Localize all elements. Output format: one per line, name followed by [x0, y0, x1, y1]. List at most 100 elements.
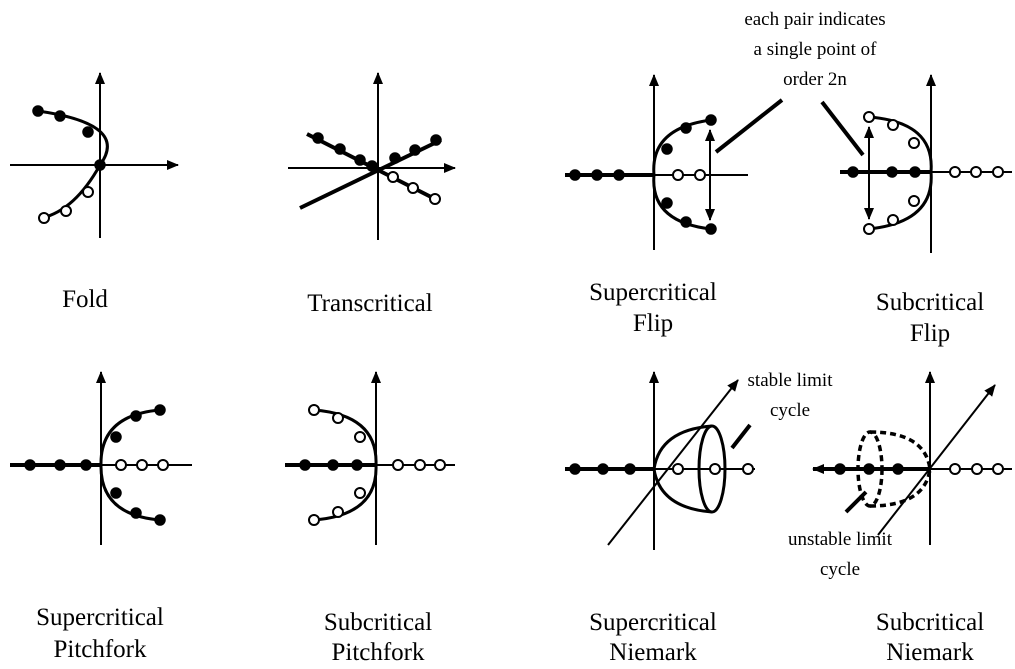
eigenvalue-unstable	[970, 166, 982, 178]
eigenvalue-stable	[597, 463, 609, 475]
label-subniemark-line1: Subcritical	[876, 609, 984, 636]
eigenvalue-stable	[82, 126, 94, 138]
annotation-pair-note: each pair indicates a single point of or…	[714, 9, 886, 157]
unstable-cycle-line1: unstable limit	[788, 529, 893, 550]
eigenvalue-unstable	[60, 205, 72, 217]
eigenvalue-unstable	[354, 431, 366, 443]
eigenvalue-stable	[591, 169, 603, 181]
eigenvalue-stable	[705, 223, 717, 235]
pair-note-line3: order 2n	[783, 69, 847, 90]
eigenvalue-unstable	[332, 506, 344, 518]
pair-note-pointer-right	[820, 100, 865, 157]
eigenvalue-unstable	[949, 166, 961, 178]
eigenvalue-stable	[661, 143, 673, 155]
superpitch-eigen-curve	[99, 408, 161, 522]
eigenvalue-stable	[312, 132, 324, 144]
label-subniemark-line2: Niemark	[886, 639, 974, 666]
eigenvalue-unstable	[672, 169, 684, 181]
eigenvalue-unstable	[82, 186, 94, 198]
eigenvalue-unstable	[971, 463, 983, 475]
eigenvalue-unstable	[392, 459, 404, 471]
subflip-eigen-curve	[868, 115, 933, 231]
eigenvalue-unstable	[308, 404, 320, 416]
eigenvalue-unstable	[136, 459, 148, 471]
label-subflip-line1: Subcritical	[876, 289, 984, 316]
eigenvalue-stable	[327, 459, 339, 471]
stable-cycle-line1: stable limit	[748, 370, 834, 391]
panel-supercritical-niemark: stable limit cycle Supercritical Niemark	[565, 370, 833, 666]
pair-note-pointer-left	[714, 98, 784, 154]
eigenvalue-unstable	[354, 487, 366, 499]
superflip-eigen-curve	[652, 118, 712, 231]
eigenvalue-unstable	[157, 459, 169, 471]
eigenvalue-stable	[430, 134, 442, 146]
eigenvalue-unstable	[863, 111, 875, 123]
eigenvalue-stable	[409, 144, 421, 156]
eigenvalue-stable	[389, 152, 401, 164]
panel-subcritical-flip: Subcritical Flip	[840, 74, 1012, 347]
eigenvalue-unstable	[908, 195, 920, 207]
eigenvalue-stable	[354, 154, 366, 166]
eigenvalue-stable	[299, 459, 311, 471]
eigenvalue-unstable	[434, 459, 446, 471]
eigenvalue-unstable	[742, 463, 754, 475]
stable-cycle-line2: cycle	[770, 400, 810, 421]
eigenvalue-unstable	[429, 193, 441, 205]
eigenvalue-stable	[886, 166, 898, 178]
eigenvalue-stable	[54, 459, 66, 471]
subniemark-diagonal-axis	[877, 384, 996, 536]
pair-note-line2: a single point of	[754, 39, 878, 60]
subpitch-eigen-curve	[313, 408, 378, 522]
eigenvalue-stable	[154, 404, 166, 416]
label-subpitch-line2: Pitchfork	[331, 639, 425, 666]
eigenvalue-stable	[847, 166, 859, 178]
pair-note-line1: each pair indicates	[744, 9, 885, 30]
eigenvalue-stable	[130, 410, 142, 422]
eigenvalue-critical	[94, 159, 106, 171]
label-subpitch-line1: Subcritical	[324, 609, 432, 636]
eigenvalue-stable	[624, 463, 636, 475]
unstable-cycle-pointer	[844, 490, 868, 514]
eigenvalue-unstable	[407, 182, 419, 194]
label-fold: Fold	[62, 286, 108, 313]
eigenvalue-stable	[110, 431, 122, 443]
eigenvalue-stable	[80, 459, 92, 471]
eigenvalue-stable	[569, 463, 581, 475]
eigenvalue-unstable	[387, 171, 399, 183]
stable-cycle-pointer	[730, 423, 752, 450]
eigenvalue-critical	[366, 160, 378, 172]
eigenvalue-unstable	[332, 412, 344, 424]
eigenvalue-stable	[154, 514, 166, 526]
eigenvalue-stable	[680, 216, 692, 228]
eigenvalue-unstable	[694, 169, 706, 181]
eigenvalue-unstable	[709, 463, 721, 475]
eigenvalue-stable	[705, 114, 717, 126]
eigenvalue-unstable	[992, 463, 1004, 475]
eigenvalue-stable	[834, 463, 846, 475]
label-superniemark-line1: Supercritical	[589, 609, 717, 636]
panel-subcritical-pitchfork: Subcritical Pitchfork	[285, 371, 455, 666]
panel-supercritical-flip: Supercritical Flip	[565, 74, 748, 337]
eigenvalue-stable	[24, 459, 36, 471]
eigenvalue-stable	[54, 110, 66, 122]
eigenvalue-stable	[32, 105, 44, 117]
label-superflip-line2: Flip	[633, 310, 673, 337]
eigenvalue-stable	[863, 463, 875, 475]
eigenvalue-stable	[130, 507, 142, 519]
eigenvalue-stable	[892, 463, 904, 475]
eigenvalue-stable	[569, 169, 581, 181]
eigenvalue-unstable	[38, 212, 50, 224]
panel-transcritical: Transcritical	[288, 72, 456, 317]
unstable-cycle-line2: cycle	[820, 559, 860, 580]
eigenvalue-unstable	[887, 214, 899, 226]
eigenvalue-unstable	[863, 223, 875, 235]
eigenvalue-stable	[110, 487, 122, 499]
label-transcritical: Transcritical	[307, 290, 432, 317]
label-superflip-line1: Supercritical	[589, 279, 717, 306]
eigenvalue-unstable	[949, 463, 961, 475]
eigenvalue-unstable	[887, 119, 899, 131]
label-subflip-line2: Flip	[910, 320, 950, 347]
eigenvalue-unstable	[414, 459, 426, 471]
eigenvalue-unstable	[992, 166, 1004, 178]
